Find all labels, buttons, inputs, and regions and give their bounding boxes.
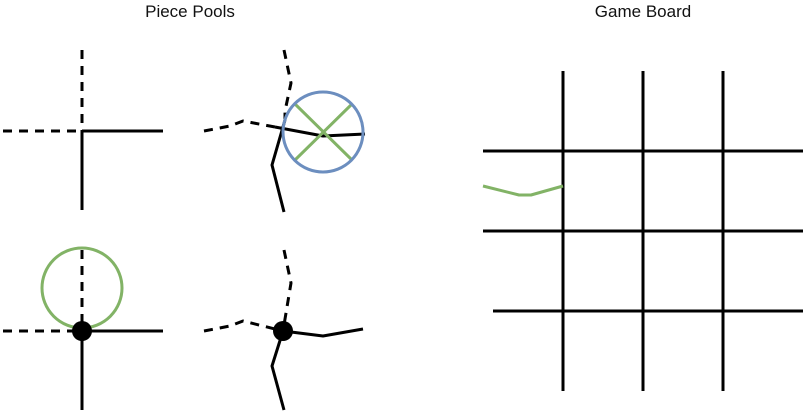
- piece-edge-solid-bottom: [270, 330, 286, 411]
- piece-edge-dashed-left: [203, 319, 284, 333]
- piece-edge-solid-right: [274, 125, 366, 138]
- piece-edge-solid-bottom: [270, 119, 287, 213]
- game-board-title: Game Board: [594, 2, 692, 21]
- green-x-mark: [293, 102, 354, 162]
- black-dot-marker: [273, 321, 293, 341]
- piece-cross-green-circle-dot[interactable]: [3, 246, 163, 410]
- piece-pools-title: Piece Pools: [145, 2, 235, 21]
- piece-curvy-blue-circle-x[interactable]: [203, 49, 366, 213]
- piece-cross-dashed[interactable]: [3, 50, 163, 210]
- placed-green-segment: [482, 184, 564, 197]
- black-dot-marker: [72, 321, 92, 341]
- piece-edge-solid-right: [282, 327, 364, 338]
- piece-edge-dashed-top: [281, 249, 293, 332]
- piece-edge-dashed-left: [203, 119, 276, 133]
- blue-circle-marker: [281, 90, 365, 174]
- game-board-grid[interactable]: [482, 71, 803, 391]
- piece-curvy-dot[interactable]: [203, 249, 364, 411]
